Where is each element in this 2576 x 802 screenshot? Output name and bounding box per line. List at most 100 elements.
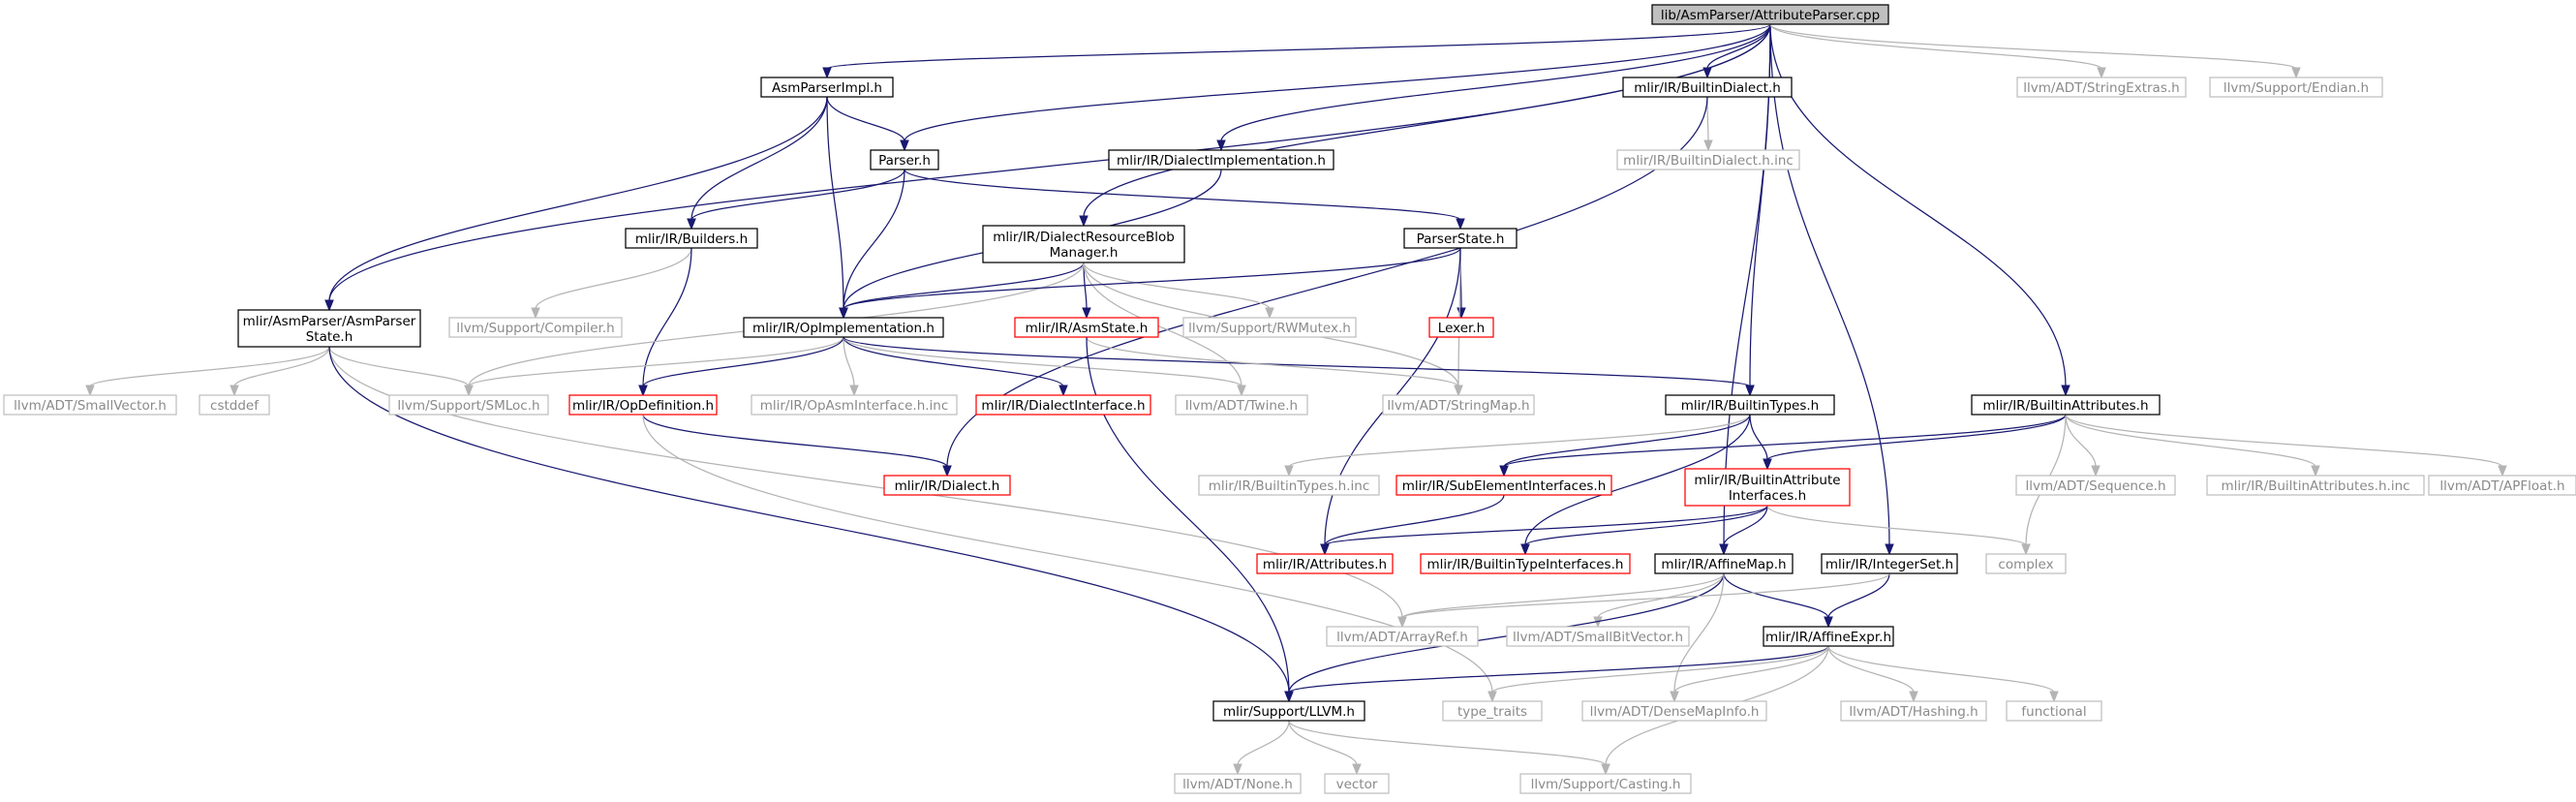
edge-arrowhead — [324, 299, 334, 312]
node-opdefinition[interactable]: mlir/IR/OpDefinition.h — [568, 394, 718, 416]
node-rwmutex[interactable]: llvm/Support/RWMutex.h — [1182, 317, 1357, 338]
node-smallvector[interactable]: llvm/ADT/SmallVector.h — [3, 394, 177, 416]
edge-root-to-asmparserimpl — [826, 23, 1771, 70]
node-label: type_traits — [1457, 704, 1527, 720]
edge-arrowhead — [839, 307, 848, 320]
node-none[interactable]: llvm/ADT/None.h — [1174, 773, 1302, 794]
node-dialectimpl[interactable]: mlir/IR/DialectImplementation.h — [1108, 149, 1334, 170]
node-builtintypesinc[interactable]: mlir/IR/BuiltinTypes.h.inc — [1198, 475, 1380, 496]
node-integerset[interactable]: mlir/IR/IntegerSet.h — [1821, 553, 1958, 574]
node-cstddef[interactable]: cstddef — [199, 394, 270, 416]
node-box — [1108, 149, 1334, 170]
node-box — [1684, 468, 1851, 507]
node-smloc[interactable]: llvm/Support/SMLoc.h — [388, 394, 549, 416]
node-label: mlir/IR/IntegerSet.h — [1825, 557, 1953, 572]
node-compiler[interactable]: llvm/Support/Compiler.h — [448, 317, 623, 338]
node-label: Interfaces.h — [1729, 488, 1806, 504]
node-label: mlir/IR/BuiltinTypes.h — [1681, 398, 1819, 414]
node-box — [1581, 700, 1767, 722]
node-parser[interactable]: Parser.h — [870, 149, 939, 170]
edge-arrowhead — [2061, 385, 2070, 397]
node-affinemap[interactable]: mlir/IR/AffineMap.h — [1654, 553, 1794, 574]
node-attributes[interactable]: mlir/IR/Attributes.h — [1256, 553, 1394, 574]
node-apfloat[interactable]: llvm/ADT/APFloat.h — [2428, 475, 2576, 496]
node-stringextras[interactable]: llvm/ADT/StringExtras.h — [2016, 77, 2187, 98]
edge-arrowhead — [1520, 543, 1530, 556]
node-label: mlir/AsmParser/AsmParser — [243, 314, 416, 329]
node-box — [2206, 475, 2425, 496]
node-builtinattributes[interactable]: mlir/IR/BuiltinAttributes.h — [1971, 394, 2161, 416]
node-builtindialectinc[interactable]: mlir/IR/BuiltinDialect.h.inc — [1616, 149, 1800, 170]
node-vector[interactable]: vector — [1324, 773, 1390, 794]
node-affineexpr[interactable]: mlir/IR/AffineExpr.h — [1763, 626, 1894, 647]
node-builtintypeinterfaces[interactable]: mlir/IR/BuiltinTypeInterfaces.h — [1420, 553, 1631, 574]
node-label: llvm/ADT/Sequence.h — [2025, 478, 2165, 494]
node-subelement[interactable]: mlir/IR/SubElementInterfaces.h — [1395, 475, 1612, 496]
node-box — [1616, 149, 1800, 170]
node-dialectinterface[interactable]: mlir/IR/DialectInterface.h — [975, 394, 1151, 416]
node-smallbitvector[interactable]: llvm/ADT/SmallBitVector.h — [1506, 626, 1690, 647]
node-box — [2006, 700, 2102, 722]
node-asmparserimpl[interactable]: AsmParserImpl.h — [760, 77, 894, 98]
edge-builtintypes-to-builtinattrinterfaces — [1749, 414, 1768, 461]
edge-builtinattributes-to-builtinattrinc — [2065, 414, 2316, 468]
node-label: ParserState.h — [1417, 231, 1505, 247]
node-builtindialect[interactable]: mlir/IR/BuiltinDialect.h — [1622, 77, 1793, 98]
node-sequence[interactable]: llvm/ADT/Sequence.h — [2015, 475, 2176, 496]
edge-arrowhead — [900, 139, 909, 152]
node-twine[interactable]: llvm/ADT/Twine.h — [1175, 394, 1308, 416]
edge-root-to-dialectimpl — [1220, 23, 1771, 142]
node-box — [1985, 553, 2067, 574]
node-arrayref[interactable]: llvm/ADT/ArrayRef.h — [1326, 626, 1479, 647]
edge-arrowhead — [230, 385, 239, 397]
edge-arrowhead — [687, 218, 696, 231]
node-box — [1622, 77, 1793, 98]
node-functional[interactable]: functional — [2006, 700, 2102, 722]
node-box — [1014, 317, 1159, 338]
node-label: functional — [2021, 704, 2086, 720]
edge-arrowhead — [1082, 307, 1091, 320]
node-root[interactable]: lib/AsmParser/AttributeParser.cpp — [1651, 4, 1889, 25]
edge-asmparserimpl-to-opimpl — [826, 96, 844, 310]
node-box — [1821, 553, 1958, 574]
node-builders[interactable]: mlir/IR/Builders.h — [625, 228, 758, 249]
node-parserstate[interactable]: ParserState.h — [1403, 228, 1518, 249]
node-casting[interactable]: llvm/Support/Casting.h — [1519, 773, 1692, 794]
edge-arrowhead — [1320, 543, 1330, 556]
node-box — [1403, 228, 1518, 249]
node-stringmap[interactable]: llvm/ADT/StringMap.h — [1382, 394, 1535, 416]
node-hashing[interactable]: llvm/ADT/Hashing.h — [1840, 700, 1987, 722]
edge-root-to-dialectresource — [1083, 23, 1771, 218]
node-box — [3, 394, 177, 416]
node-opimpl[interactable]: mlir/IR/OpImplementation.h — [743, 317, 944, 338]
node-complex[interactable]: complex — [1985, 553, 2067, 574]
edge-arrowhead — [1454, 385, 1463, 397]
node-label: AsmParserImpl.h — [772, 80, 882, 96]
edge-root-to-endian — [1769, 23, 2297, 70]
node-label: Lexer.h — [1438, 321, 1485, 336]
node-lexer[interactable]: Lexer.h — [1428, 317, 1494, 338]
node-densemapinfo[interactable]: llvm/ADT/DenseMapInfo.h — [1581, 700, 1767, 722]
edge-arrowhead — [1719, 543, 1729, 556]
node-opasminterface[interactable]: mlir/IR/OpAsmInterface.h.inc — [751, 394, 958, 416]
node-label: lib/AsmParser/AttributeParser.cpp — [1661, 8, 1880, 23]
node-dialect[interactable]: mlir/IR/Dialect.h — [883, 475, 1011, 496]
node-label: mlir/IR/DialectInterface.h — [981, 398, 1145, 414]
node-label: llvm/ADT/Twine.h — [1185, 398, 1298, 414]
node-asmstate[interactable]: mlir/IR/AsmState.h — [1014, 317, 1159, 338]
edge-dialectresource-to-twine — [1083, 262, 1242, 387]
node-box — [2015, 475, 2176, 496]
node-llvmh[interactable]: mlir/Support/LLVM.h — [1212, 700, 1365, 722]
node-typetraits[interactable]: type_traits — [1442, 700, 1543, 722]
node-label: llvm/Support/SMLoc.h — [397, 398, 539, 414]
node-endian[interactable]: llvm/Support/Endian.h — [2209, 77, 2383, 98]
node-builtintypes[interactable]: mlir/IR/BuiltinTypes.h — [1665, 394, 1835, 416]
edge-dialectresource-to-opimpl — [843, 262, 1085, 310]
node-builtinattrinc[interactable]: mlir/IR/BuiltinAttributes.h.inc — [2206, 475, 2425, 496]
graph-nodes: lib/AsmParser/AttributeParser.cppAsmPars… — [3, 4, 2576, 794]
edge-builtinattributes-to-sequence — [2065, 414, 2097, 468]
